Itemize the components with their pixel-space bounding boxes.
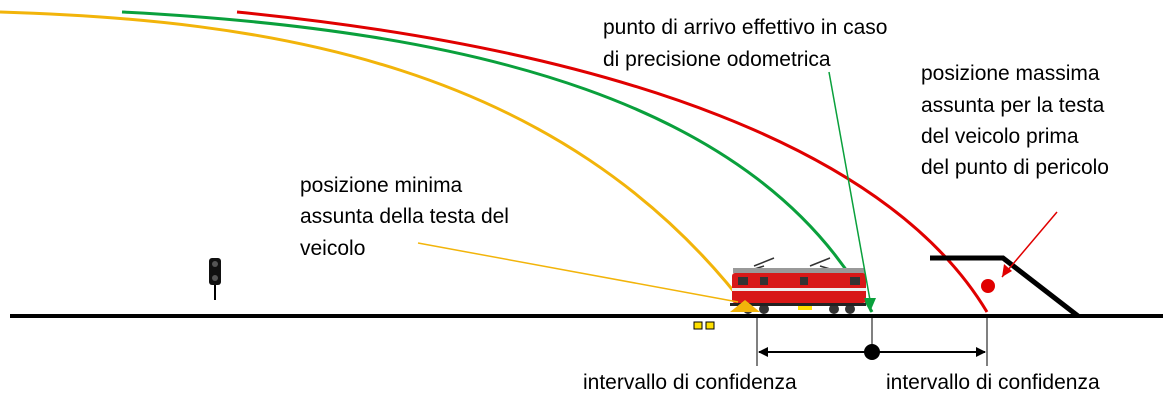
arrival-label-line-1: punto di arrivo effettivo in caso [603,16,887,39]
min-position-label-line-1: posizione minima [300,174,463,197]
min-position-pointer [417,242,739,303]
max-position-label-line-2: assunta per la testa [921,94,1105,117]
max-position-label-line-1: posizione massima [921,62,1100,85]
max-position-label-line-4: del punto di pericolo [921,156,1109,179]
green-curve-arrowhead [864,298,876,312]
green-braking-curve [121,10,874,313]
max-position-pointer [1001,211,1058,278]
danger-point-buffer [930,255,1080,318]
max-position-pointer-head [1002,264,1012,277]
danger-point-marker [981,279,995,293]
arrival-label-line-2: di precisione odometrica [603,48,831,71]
confidence-label-left: intervallo di confidenza [583,371,797,394]
min-position-label-line-2: assunta della testa del [300,205,509,228]
balise-marker-1 [693,321,703,330]
min-position-label-line-3: veicolo [300,237,365,260]
max-position-label-line-3: del veicolo prima [921,125,1079,148]
signal-icon [209,258,221,300]
balise-marker-2 [705,321,715,330]
confidence-center-point [864,344,880,360]
yellow-curve-arrowhead [730,300,760,312]
yellow-braking-curve [0,10,752,313]
confidence-label-right: intervallo di confidenza [886,371,1100,394]
red-braking-curve [236,10,989,313]
arrival-pointer [828,71,871,301]
locomotive-icon [730,257,866,314]
